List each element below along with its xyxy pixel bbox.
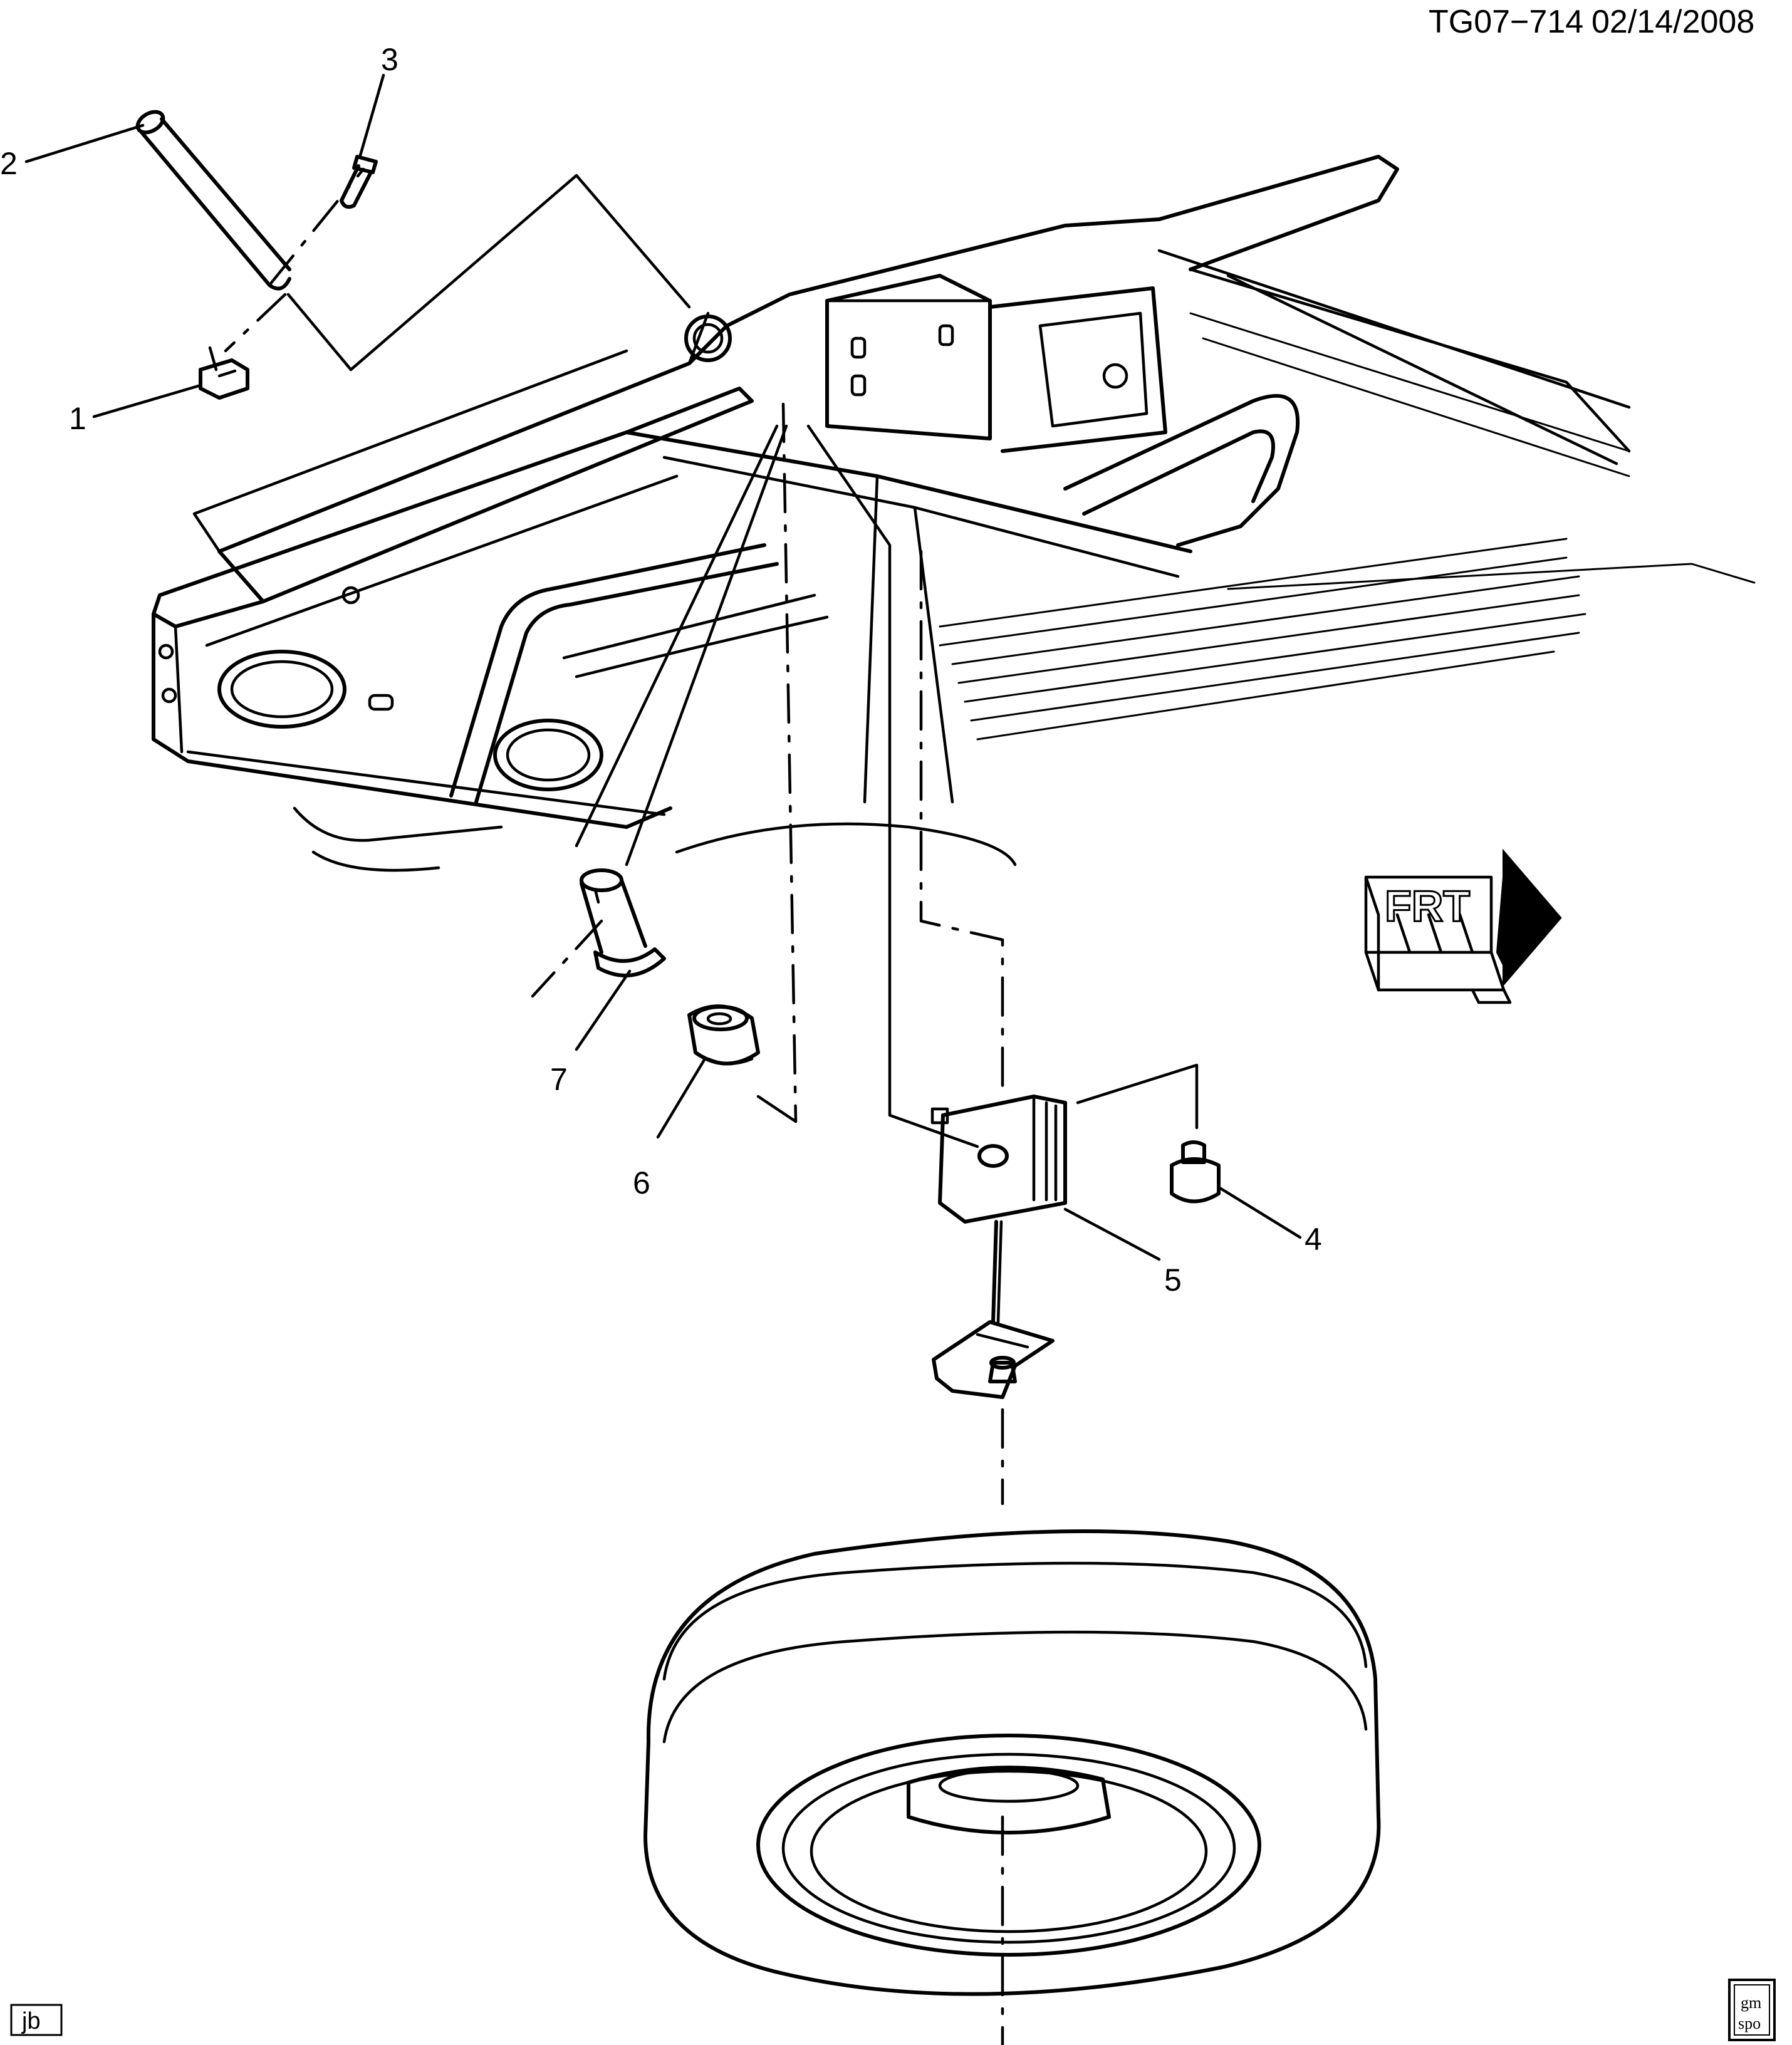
assembly-lines [224, 167, 1199, 2045]
logo-text-spo: spo [1738, 2014, 1761, 2032]
part-grommet [687, 1004, 760, 1066]
callout-label-4: 4 [1305, 1222, 1322, 1257]
part-bolt-small [340, 155, 378, 209]
callout-leader-1 [92, 383, 202, 419]
artist-initials: jb [21, 2008, 41, 2034]
part-guide-tube [580, 868, 666, 977]
callouts: 1 2 3 4 5 6 7 [0, 42, 1322, 1298]
callout-label-2: 2 [0, 146, 18, 181]
logo-text-gm: gm [1741, 1994, 1761, 2012]
spare-tire [643, 1529, 1381, 1996]
part-hoist-winch [930, 1095, 1067, 1399]
callout-leader-4 [1217, 1185, 1302, 1239]
callout-label-1: 1 [69, 401, 86, 436]
callout-label-7: 7 [550, 1062, 568, 1097]
part-clip [199, 346, 249, 400]
callout-label-5: 5 [1164, 1262, 1182, 1298]
part-spacer [1170, 1140, 1221, 1204]
front-label: FRT [1385, 882, 1470, 930]
vehicle-frame-illustration [152, 155, 1756, 872]
callout-leader-5 [1063, 1207, 1161, 1261]
callout-leader-7 [575, 969, 632, 1051]
callout-leader-3 [358, 73, 385, 157]
callout-leader-2 [24, 123, 145, 164]
diagram-header: TG07−714 02/14/2008 [1429, 4, 1754, 40]
callout-label-3: 3 [381, 42, 399, 77]
diagram-footer: jb gm spo [10, 1979, 1776, 2041]
artist-initials-box [10, 2004, 63, 2036]
callout-leader-6 [656, 1057, 707, 1139]
illustration-id: TG07−714 [1429, 4, 1583, 40]
front-direction-indicator: FRT [1364, 848, 1562, 1004]
illustration-date: 02/14/2008 [1591, 4, 1754, 40]
gm-spo-logo: gm spo [1728, 1979, 1776, 2041]
callout-label-6: 6 [633, 1165, 650, 1200]
part-handle-rod [135, 110, 291, 291]
